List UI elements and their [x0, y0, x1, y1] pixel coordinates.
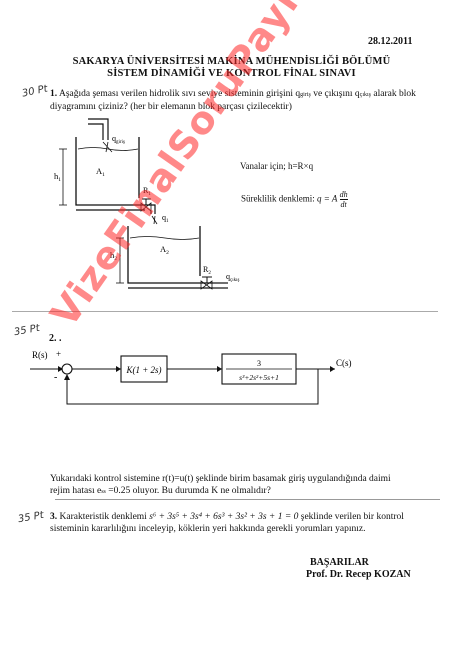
- summing-junction: [61, 363, 73, 375]
- tank-2-area-label: A2: [160, 244, 169, 256]
- closing-text: BAŞARILAR: [310, 557, 369, 568]
- controller-block: [120, 355, 168, 383]
- r2-label: R2: [203, 265, 211, 276]
- summing-plus-sign: +: [56, 349, 61, 359]
- question-2-text: Yukarıdaki kontrol sistemine r(t)=u(t) ş…: [50, 474, 391, 496]
- continuity-equation: Süreklilik denklemi: q = A dh dt: [241, 190, 348, 209]
- title-line-2: SİSTEM DİNAMİĞİ VE KONTROL FİNAL SINAVI: [107, 68, 356, 79]
- question-3-text: 3. Karakteristik denklemi s⁶ + 3s⁵ + 3s⁴…: [50, 512, 404, 534]
- q1-label: q1: [162, 213, 169, 224]
- signature: Prof. Dr. Recep KOZAN: [306, 569, 411, 580]
- plant-denominator: s³+2s²+5s+1: [239, 373, 279, 382]
- h1-label: h1: [54, 171, 61, 183]
- output-c-label: C(s): [336, 358, 352, 368]
- question-2-number: 2. .: [49, 333, 62, 344]
- question-3-number: 3.: [50, 512, 58, 522]
- characteristic-equation: s⁶ + 3s⁵ + 3s⁴ + 6s³ + 3s² + 3s + 1 = 0: [149, 512, 299, 522]
- r1-label: R1: [143, 186, 151, 197]
- valve-relation-note: Vanalar için; h=R×q: [240, 161, 314, 171]
- input-r-label: R(s): [32, 350, 48, 360]
- exam-date: 28.12.2011: [368, 36, 413, 47]
- h2-label: h2: [110, 250, 117, 262]
- plant-numerator: 3: [257, 359, 261, 368]
- q-out-label: qçıkış: [226, 272, 239, 283]
- title-line-1: SAKARYA ÜNİVERSİTESİ MAKİNA MÜHENDİSLİĞİ…: [72, 56, 391, 67]
- question-1-text: 1. Aşağıda şeması verilen hidrolik sıvı …: [50, 89, 416, 112]
- q-in-label: qgiriş: [112, 134, 125, 145]
- question-1-number: 1.: [50, 89, 58, 99]
- section-divider-2: [55, 499, 440, 500]
- summing-minus-sign: -: [54, 372, 57, 383]
- section-divider: [12, 311, 438, 312]
- tank-1-area-label: A1: [96, 166, 105, 178]
- controller-transfer-function: K(1 + 2s): [125, 365, 161, 375]
